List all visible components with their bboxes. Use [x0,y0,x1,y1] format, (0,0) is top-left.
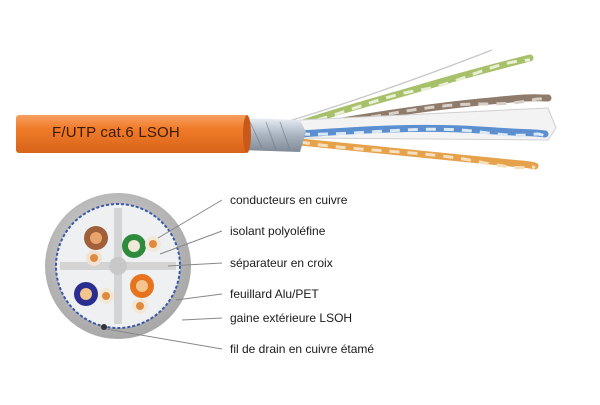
callout-foil-shield: feuillard Alu/PET [230,287,319,301]
pair-green-section [122,234,161,258]
leader-lines [105,199,223,350]
callout-cross-separator: séparateur en croix [230,256,333,270]
foil-shield [238,118,306,152]
pair-green-twist [296,54,534,128]
callout-outer-jacket: gaine extérieure LSOH [230,311,353,325]
callout-drain-wire: fil de drain en cuivre étamé [230,342,375,356]
pair-brown-section [84,226,108,266]
callout-copper-conductors: conducteurs en cuivre [230,193,348,207]
pair-orange-section [130,274,154,314]
cable-type-label: F/UTP cat.6 LSOH [52,124,180,141]
cable-cross-section [45,193,191,339]
cable-jacket [16,115,248,153]
pair-orange-twist [296,138,539,170]
callout-polyolefin-insulation: isolant polyoléfine [230,224,326,238]
drain-wire-section [101,324,107,330]
pair-blue-twist [296,124,549,138]
pair-blue-section [74,282,114,306]
